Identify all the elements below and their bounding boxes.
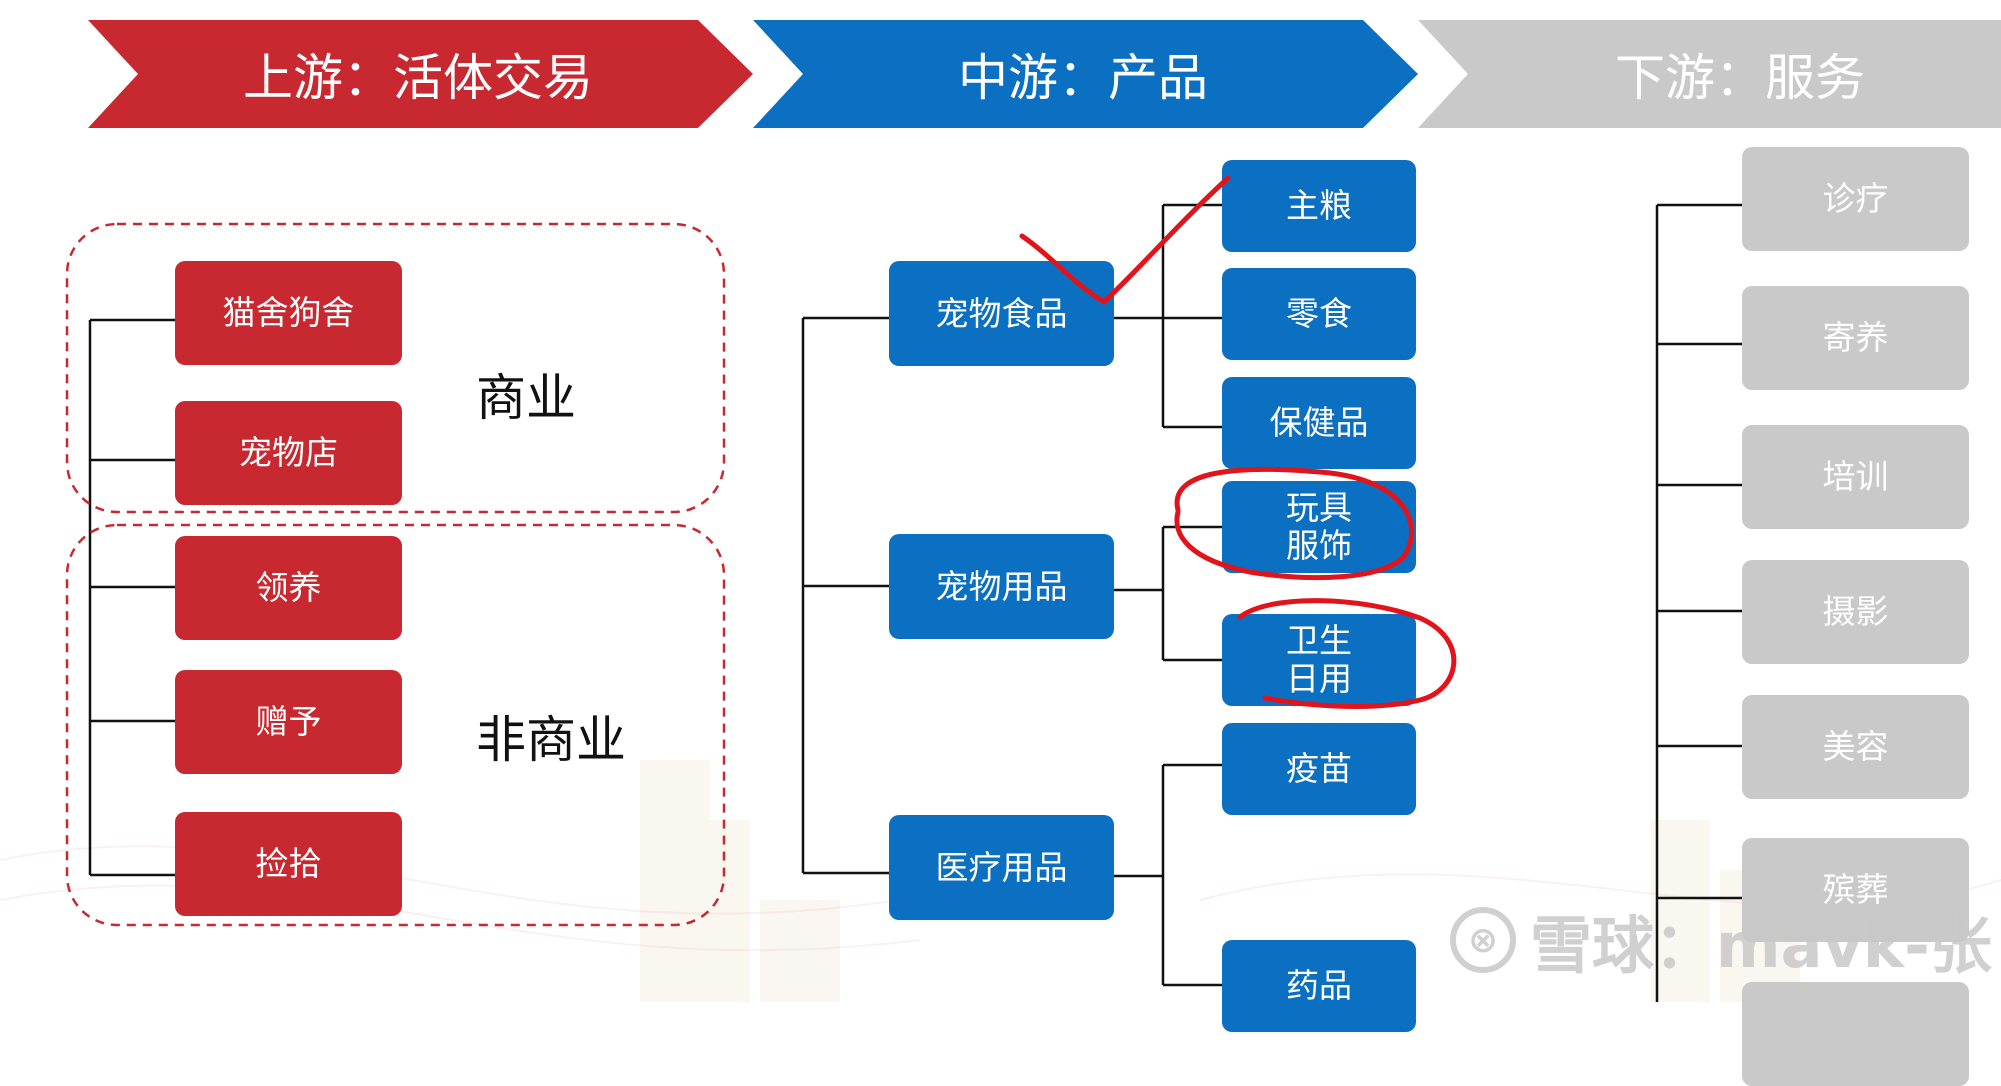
downstream-item-diagnosis: 诊疗 [1742, 147, 1969, 251]
upstream-item-gift: 赠予 [175, 670, 402, 774]
food-item-staple: 主粮 [1222, 160, 1416, 252]
downstream-item-funeral: 殡葬 [1742, 838, 1969, 942]
header-downstream-arrow [1418, 20, 2001, 128]
header-upstream: 上游：活体交易 [243, 49, 593, 107]
noncommercial-label: 非商业 [476, 711, 626, 769]
header-downstream: 下游：服务 [1615, 49, 1865, 107]
handwritten-annotations [1019, 175, 1457, 709]
header-midstream: 中游：产品 [958, 49, 1208, 107]
downstream-item-boarding: 寄养 [1742, 286, 1969, 390]
checkmark-annotation [1019, 175, 1231, 305]
snowball-logo-icon: ⊗ [1450, 907, 1516, 973]
commercial-label: 商业 [476, 369, 576, 427]
food-item-supplements: 保健品 [1222, 377, 1416, 469]
food-item-snacks: 零食 [1222, 268, 1416, 360]
circle-annotation-toys [1174, 466, 1415, 581]
circle-annotation-hygiene [1237, 598, 1457, 709]
downstream-item-training: 培训 [1742, 425, 1969, 529]
supplies-item-toys-apparel: 玩具 服饰 [1222, 481, 1416, 573]
medical-item-vaccines: 疫苗 [1222, 723, 1416, 815]
downstream-item-grooming: 美容 [1742, 695, 1969, 799]
midstream-category-pet-supplies: 宠物用品 [889, 534, 1114, 639]
header-upstream-arrow [88, 20, 753, 128]
downstream-item-photography: 摄影 [1742, 560, 1969, 664]
midstream-category-medical: 医疗用品 [889, 815, 1114, 920]
connector-lines [65, 203, 1742, 1002]
watermark-text: 雪球：mavk-张 [1530, 909, 1992, 982]
upstream-item-adoption: 领养 [175, 536, 402, 640]
upstream-item-cattery-kennel: 猫舍狗舍 [175, 261, 402, 365]
supplies-item-hygiene-daily: 卫生 日用 [1222, 614, 1416, 706]
header-midstream-arrow [753, 20, 1418, 128]
watermark: ⊗ 雪球：mavk-张 [1450, 900, 1992, 982]
upstream-item-found: 捡拾 [175, 812, 402, 916]
upstream-item-pet-store: 宠物店 [175, 401, 402, 505]
